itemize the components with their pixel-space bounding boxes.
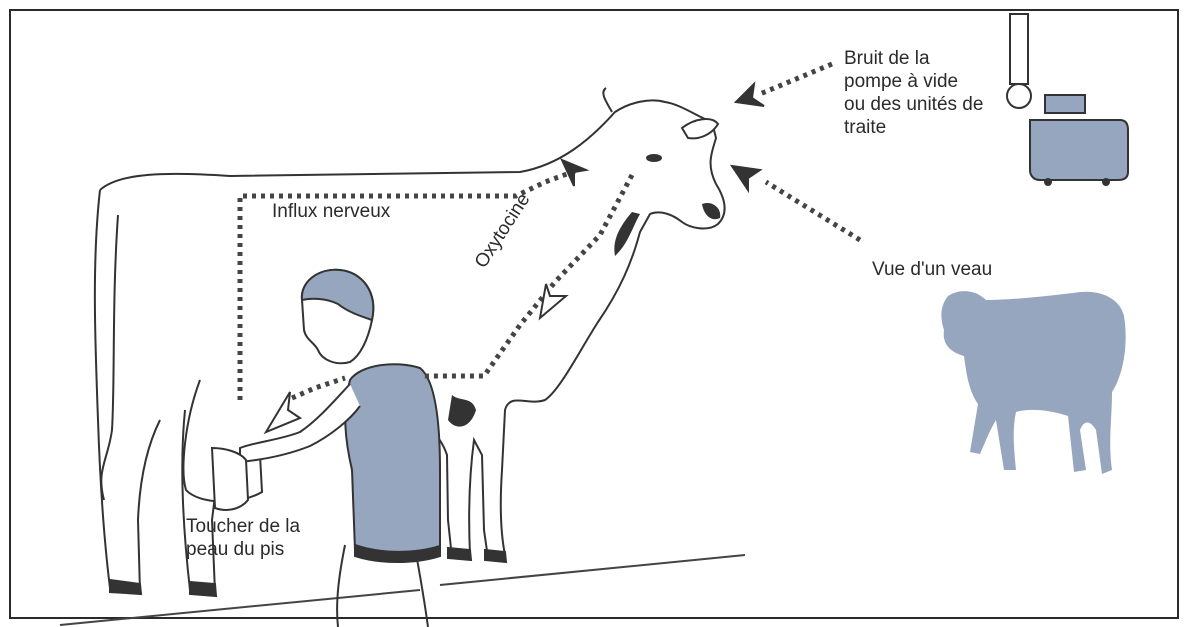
calf-icon [941,291,1125,474]
touch-pathway [292,378,345,398]
label-vue-veau: Vue d'un veau [872,258,992,281]
label-influx-nerveux: Influx nerveux [272,200,390,223]
ground-lines [60,555,745,625]
label-bruit-pompe: Bruit de la pompe à vide ou des unités d… [844,47,983,139]
arrow-head-icon [732,166,760,190]
vacuum-pump-icon [1007,14,1128,185]
arrow-head-icon [736,84,764,106]
sound-pathway [760,64,832,94]
sight-pathway [766,182,860,240]
label-toucher-peau-du-pis: Toucher de la peau du pis [186,515,300,561]
